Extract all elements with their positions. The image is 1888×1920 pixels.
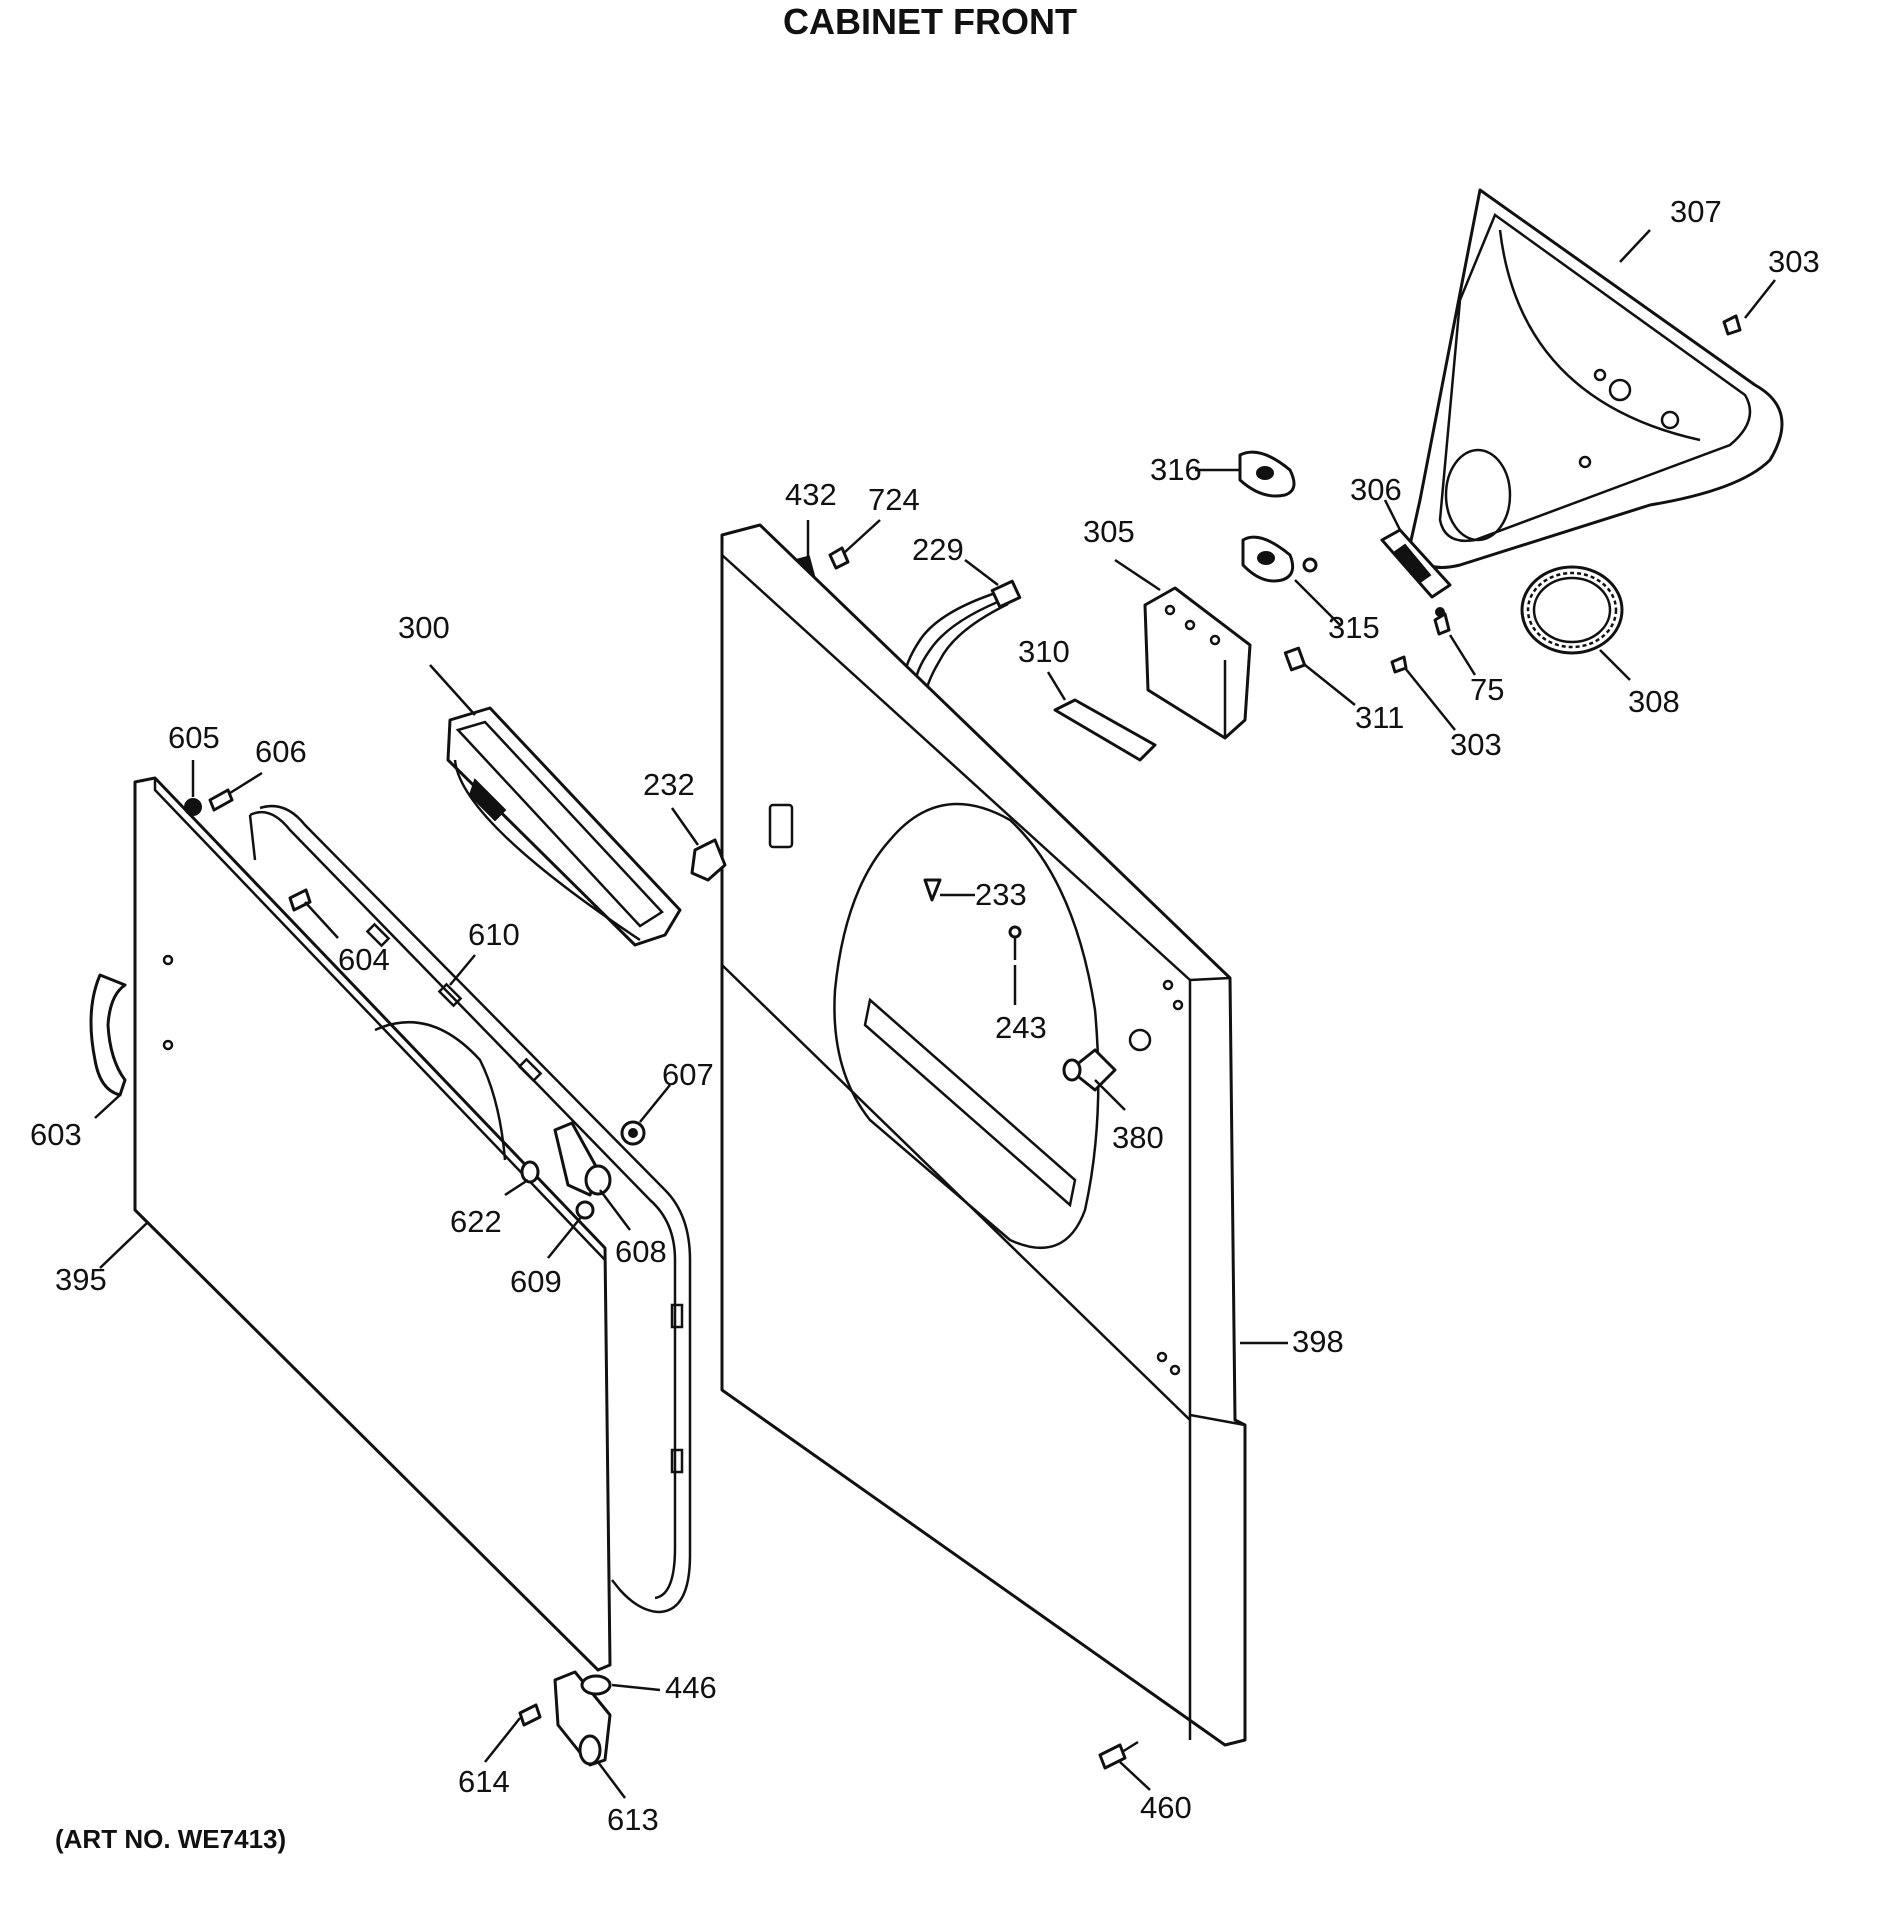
part-622-screw [520,1160,540,1184]
part-316-plate [1238,450,1296,498]
leader-lines [94,229,1776,1799]
part-395-outer-door [133,776,612,1672]
part-303-screw-top [1722,314,1742,336]
callout-300: 300 [398,610,450,645]
callout-305: 305 [1083,514,1135,549]
part-306-bracket [1380,528,1452,599]
callout-229: 229 [912,532,964,567]
part-307-bulkhead [1408,188,1784,569]
callout-316: 316 [1150,452,1202,487]
part-603-handle [89,973,127,1097]
part-604-screw [288,888,312,912]
part-608-strike [553,1121,612,1197]
callout-243: 243 [995,1010,1047,1045]
part-613-hinge [553,1670,612,1767]
callout-614: 614 [458,1764,510,1799]
part-398-front-panel [720,523,1247,1747]
part-610-door-liner [248,804,692,1614]
part-607-grommet [620,1120,646,1146]
callout-307: 307 [1670,194,1722,229]
part-308-ring [1520,565,1624,655]
part-311-clip [1283,646,1307,672]
part-609-screw [575,1200,595,1220]
part-305-housing [1143,586,1252,740]
part-243-pin [1008,925,1022,960]
diagram-title: CABINET FRONT [783,1,1077,42]
part-460-screw [1098,1740,1139,1770]
callout-724: 724 [868,482,920,517]
callout-432: 432 [785,477,837,512]
part-606-screw [208,788,234,812]
part-446-grommet [580,1674,612,1696]
callout-315: 315 [1328,610,1380,645]
callout-603: 603 [30,1117,82,1152]
callout-622: 622 [450,1204,502,1239]
callout-605: 605 [168,720,220,755]
callout-380: 380 [1112,1120,1164,1155]
callout-75: 75 [1470,672,1504,707]
callout-303: 303 [1768,244,1820,279]
callout-398: 398 [1292,1324,1344,1359]
callout-303: 303 [1450,727,1502,762]
callout-446: 446 [665,1670,717,1705]
part-232-latch [690,838,727,882]
part-75-screw [1433,607,1451,636]
callout-311: 311 [1355,700,1404,735]
callout-233: 233 [975,877,1027,912]
callout-460: 460 [1140,1790,1192,1825]
part-605-washer [184,798,202,816]
art-number: (ART NO. WE7413) [55,1824,286,1854]
part-300-filter-housing [446,706,682,947]
callout-labels: 307 303 316 306 432 724 305 229 315 75 3… [30,194,1820,1837]
callout-306: 306 [1350,472,1402,507]
part-233-screw [923,878,942,902]
part-310-strip [1053,698,1157,762]
callout-395: 395 [55,1262,107,1297]
callout-604: 604 [338,942,390,977]
callout-308: 308 [1628,684,1680,719]
callout-310: 310 [1018,634,1070,669]
part-614-screw [518,1703,542,1727]
callout-613: 613 [607,1802,659,1837]
callout-610: 610 [468,917,520,952]
callout-607: 607 [662,1057,714,1092]
part-315-plate [1241,535,1318,583]
part-380-switch [1062,1048,1117,1092]
callout-609: 609 [510,1264,562,1299]
callout-232: 232 [643,767,695,802]
part-724-screw [828,546,850,570]
callout-608: 608 [615,1234,667,1269]
callout-606: 606 [255,734,307,769]
part-303-screw-lower [1390,655,1408,674]
